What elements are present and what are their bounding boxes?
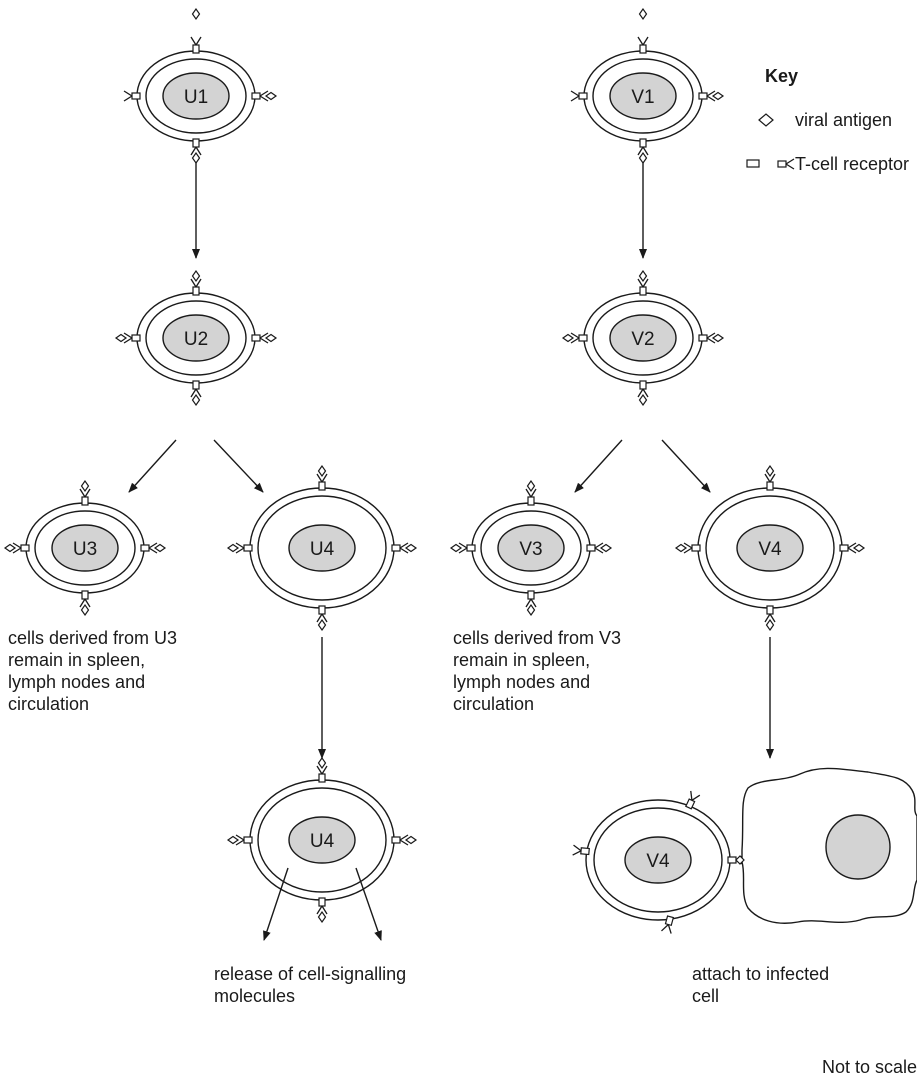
- not-to-scale-note: Not to scale: [822, 1057, 917, 1077]
- caption-u3-line-1: cells derived from U3: [8, 628, 178, 648]
- cell-label-u1: U1: [184, 87, 208, 108]
- arrow-u2-u3: [128, 439, 177, 493]
- cell-label-u4: U4: [310, 539, 335, 560]
- cell-v3: V3: [451, 481, 611, 615]
- arrow-v2-v3: [574, 439, 623, 493]
- cell-v1: V1: [570, 36, 723, 163]
- arrow-v2-v4: [661, 439, 711, 493]
- caption-v3-fate: cells derived from V3 remain in spleen, …: [453, 627, 621, 715]
- cell-v4: V4: [676, 466, 864, 630]
- caption-v4-fate: attach to infected cell: [692, 963, 829, 1007]
- arrow-signal-left: [263, 867, 289, 941]
- cell-label-u4-activated: U4: [310, 831, 335, 852]
- caption-u4-line-2: molecules: [214, 986, 296, 1006]
- caption-u4-fate: release of cell-signalling molecules: [214, 963, 406, 1007]
- infected-cell-antigen: [735, 855, 745, 865]
- caption-v3-line-2: remain in spleen,: [453, 650, 591, 670]
- cell-label-v1: V1: [631, 87, 654, 108]
- caption-v3-line-4: circulation: [453, 694, 535, 714]
- caption-u3-line-4: circulation: [8, 694, 90, 714]
- caption-v3-line-1: cells derived from V3: [453, 628, 622, 648]
- free-antigen-u1: [191, 7, 201, 21]
- caption-u4-line-1: release of cell-signalling: [214, 964, 407, 984]
- caption-v4-line-2: cell: [692, 986, 720, 1006]
- key-receptor-label: T-cell receptor: [795, 154, 909, 174]
- cell-u3: U3: [5, 481, 165, 615]
- cell-label-u3: U3: [73, 539, 97, 560]
- cell-label-v3: V3: [519, 539, 542, 560]
- key-antigen-label: viral antigen: [795, 110, 892, 130]
- cell-u4: U4: [228, 466, 416, 630]
- caption-u3-fate: cells derived from U3 remain in spleen, …: [8, 627, 177, 715]
- arrow-signal-right: [355, 867, 382, 941]
- cell-label-u2: U2: [184, 329, 208, 350]
- caption-u3-line-2: remain in spleen,: [8, 650, 146, 670]
- cell-v2: V2: [563, 271, 723, 405]
- caption-u3-line-3: lymph nodes and: [8, 672, 146, 692]
- caption-v4-line-1: attach to infected: [692, 964, 830, 984]
- key-title: Key: [765, 66, 798, 86]
- caption-v3-line-3: lymph nodes and: [453, 672, 591, 692]
- cell-u1: U1: [123, 36, 276, 163]
- cell-label-v4: V4: [758, 539, 782, 560]
- key-antigen-icon: [758, 113, 774, 127]
- arrow-u2-u4: [213, 439, 264, 493]
- free-antigen-v1: [638, 7, 648, 21]
- cell-u2: U2: [116, 271, 276, 405]
- cell-u4-activated: U4: [228, 758, 416, 922]
- key-receptor-icon: [777, 158, 795, 170]
- cell-v4-attached: V4: [571, 790, 752, 935]
- cell-label-v2: V2: [631, 329, 654, 350]
- infected-cell-nucleus: [825, 814, 891, 880]
- cell-label-v4-attached: V4: [646, 851, 670, 872]
